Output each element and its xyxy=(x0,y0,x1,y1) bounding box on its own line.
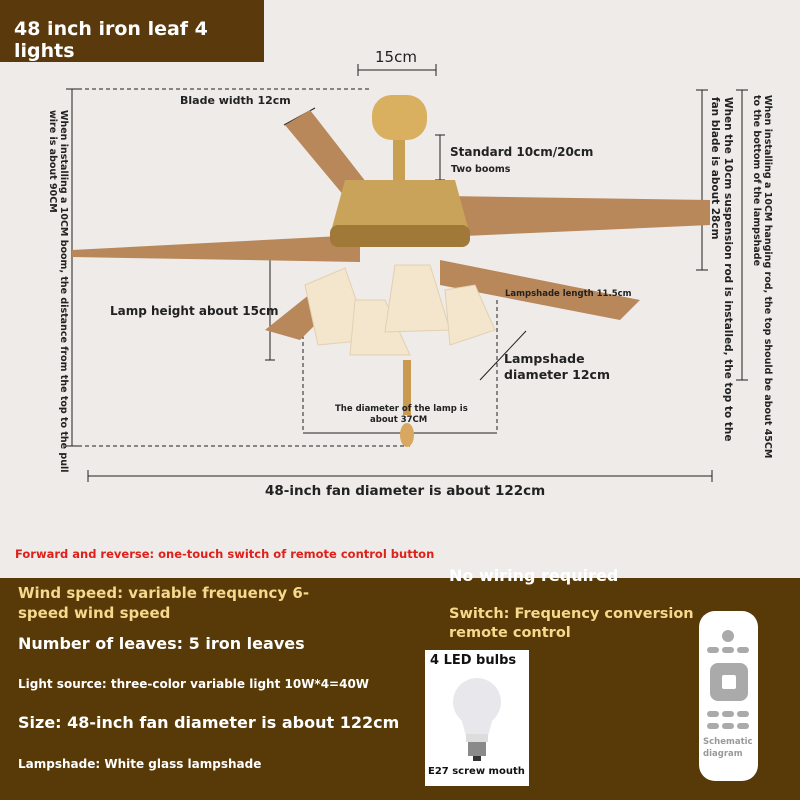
blade-width-label: Blade width 12cm xyxy=(180,94,291,107)
wind-speed-1: Wind speed: variable frequency 6- xyxy=(18,584,310,602)
right-vertical-note-4: fan blade is about 28cm xyxy=(709,97,721,240)
product-title: 48 inch iron leaf 4 lights xyxy=(0,0,264,62)
lampshade-diameter-label-2: diameter 12cm xyxy=(504,367,610,382)
bulb-title: 4 LED bulbs xyxy=(430,653,517,668)
lamp-diameter-label-2: about 37CM xyxy=(370,415,428,425)
fan-diameter-label: 48-inch fan diameter is about 122cm xyxy=(265,483,546,499)
remote-buttons-icon xyxy=(707,630,749,729)
downrod-label: Standard 10cm/20cm xyxy=(450,145,594,159)
leaves-feature: Number of leaves: 5 iron leaves xyxy=(18,634,305,653)
remote-caption-2: diagram xyxy=(703,749,743,759)
size-feature: Size: 48-inch fan diameter is about 122c… xyxy=(18,713,400,732)
features-band xyxy=(0,578,800,800)
top-width-label: 15cm xyxy=(375,48,417,66)
left-vertical-note-2: wire is about 90CM xyxy=(47,110,58,213)
fan-diagram xyxy=(66,64,748,482)
led-bulb-icon xyxy=(453,678,501,761)
lampshade-diameter-label-1: Lampshade xyxy=(504,351,585,366)
bulb-card: 4 LED bulbs E27 screw mouth xyxy=(425,650,529,786)
lampshade-length-label: Lampshade length 11.5cm xyxy=(505,289,632,299)
lamp-height-label: Lamp height about 15cm xyxy=(110,304,279,318)
switch-feature-2: remote control xyxy=(449,625,571,641)
wind-speed-2: speed wind speed xyxy=(18,604,171,622)
fan-body xyxy=(330,95,470,247)
remote-caption-1: Schematic xyxy=(703,737,753,747)
left-vertical-note-1: When installing a 10CM boom, the distanc… xyxy=(58,110,69,473)
bulb-caption: E27 screw mouth xyxy=(428,766,525,777)
right-vertical-note-1: When installing a 10CM hanging rod, the … xyxy=(762,95,773,459)
switch-feature-1: Switch: Frequency conversion xyxy=(449,606,694,622)
pull-handle xyxy=(400,423,414,447)
glass-lampshades xyxy=(304,264,496,356)
no-wiring-label: No wiring required xyxy=(449,566,619,585)
lampshade-feature: Lampshade: White glass lampshade xyxy=(18,757,262,771)
remote-note: Forward and reverse: one-touch switch of… xyxy=(15,547,435,561)
right-vertical-note-3: When the 10cm suspension rod is installe… xyxy=(722,97,734,442)
pull-chain xyxy=(403,360,411,415)
remote-control-illustration: Schematic diagram xyxy=(699,611,758,781)
dimension-lines xyxy=(66,64,748,482)
light-source-feature: Light source: three-color variable light… xyxy=(18,677,370,691)
downrod-sub-label: Two booms xyxy=(451,164,511,175)
lamp-diameter-label-1: The diameter of the lamp is xyxy=(335,404,468,414)
right-vertical-note-2: to the bottom of the lampshade xyxy=(751,95,762,267)
